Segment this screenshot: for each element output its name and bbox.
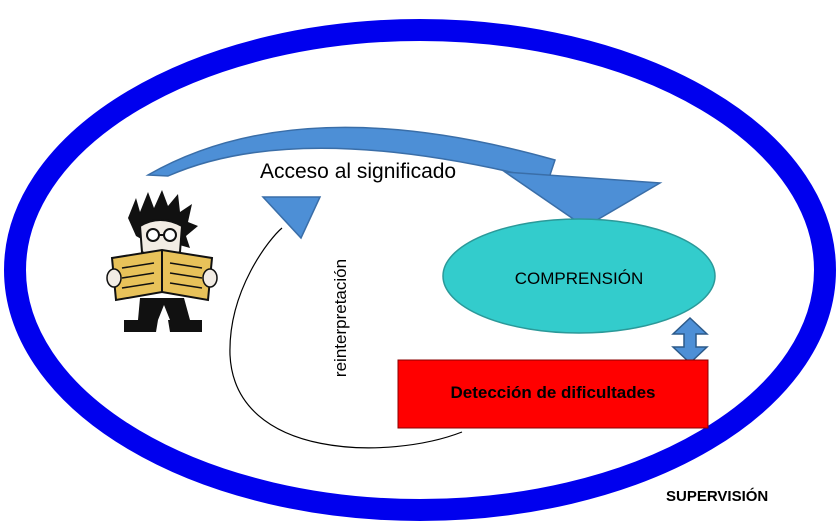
detection-box — [397, 359, 709, 429]
reinterpretation-loop — [229, 227, 463, 449]
reinterpretation-label: reinterpretación — [331, 258, 350, 378]
reinterpretation-arrowhead — [261, 196, 322, 240]
supervision-label: SUPERVISIÓN — [666, 488, 769, 505]
supervision-ellipse — [4, 19, 836, 521]
access-label: Acceso al significado — [260, 160, 457, 183]
comprehension-label: COMPRENSIÓN — [514, 269, 644, 288]
detection-label: Detección de dificultades — [450, 383, 656, 402]
access-arrowhead — [502, 171, 663, 228]
access-arrow — [145, 126, 556, 182]
double-arrow — [671, 316, 709, 365]
comprehension-ellipse — [442, 218, 716, 334]
person-reading-book-icon — [106, 190, 218, 332]
